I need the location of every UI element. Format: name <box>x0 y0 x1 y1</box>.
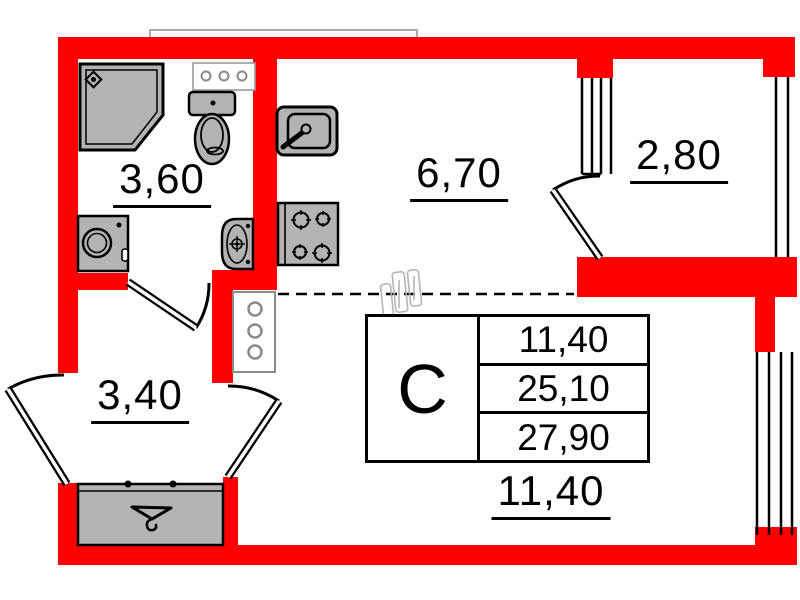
bathroom-sink-icon <box>220 217 255 271</box>
hallway-area-label: 3,40 <box>91 374 189 424</box>
kitchen-room-area-label: 6,70 <box>410 152 508 202</box>
total-area-value: 27,90 <box>480 411 647 460</box>
apartment-area-value: 25,10 <box>480 362 647 412</box>
shower-icon <box>78 62 165 152</box>
neighbor-wall-line <box>149 29 418 37</box>
balcony-area-label: 2,80 <box>630 134 728 184</box>
room-door-icon <box>224 384 283 480</box>
balcony-door-window-icon <box>580 78 613 176</box>
living-room-window-icon <box>755 352 794 535</box>
bathroom-area-label: 3,60 <box>113 158 211 208</box>
balcony-facade-window-icon <box>774 77 790 257</box>
toilet-icon <box>187 90 237 166</box>
apartment-info-table: С 11,40 25,10 27,90 <box>365 314 650 463</box>
ghost-outline <box>379 268 423 317</box>
entrance-door-icon <box>4 373 71 487</box>
wardrobe-icon <box>76 480 225 547</box>
living-area-value: 11,40 <box>518 319 609 361</box>
walls <box>58 37 797 565</box>
stove-icon <box>276 201 340 267</box>
living-room-area-label: 11,40 <box>491 470 611 520</box>
utility-panel-icon <box>232 291 276 373</box>
washing-machine-icon <box>76 214 130 273</box>
apartment-type-label: С <box>397 349 448 428</box>
toilet-shelf-icon <box>192 62 256 91</box>
bathroom-door-icon <box>125 278 211 332</box>
hanger-icon <box>130 505 173 532</box>
apartment-areas: 11,40 25,10 27,90 <box>477 317 647 460</box>
kitchen-sink-icon <box>275 105 339 157</box>
balcony-door-icon <box>549 174 604 261</box>
